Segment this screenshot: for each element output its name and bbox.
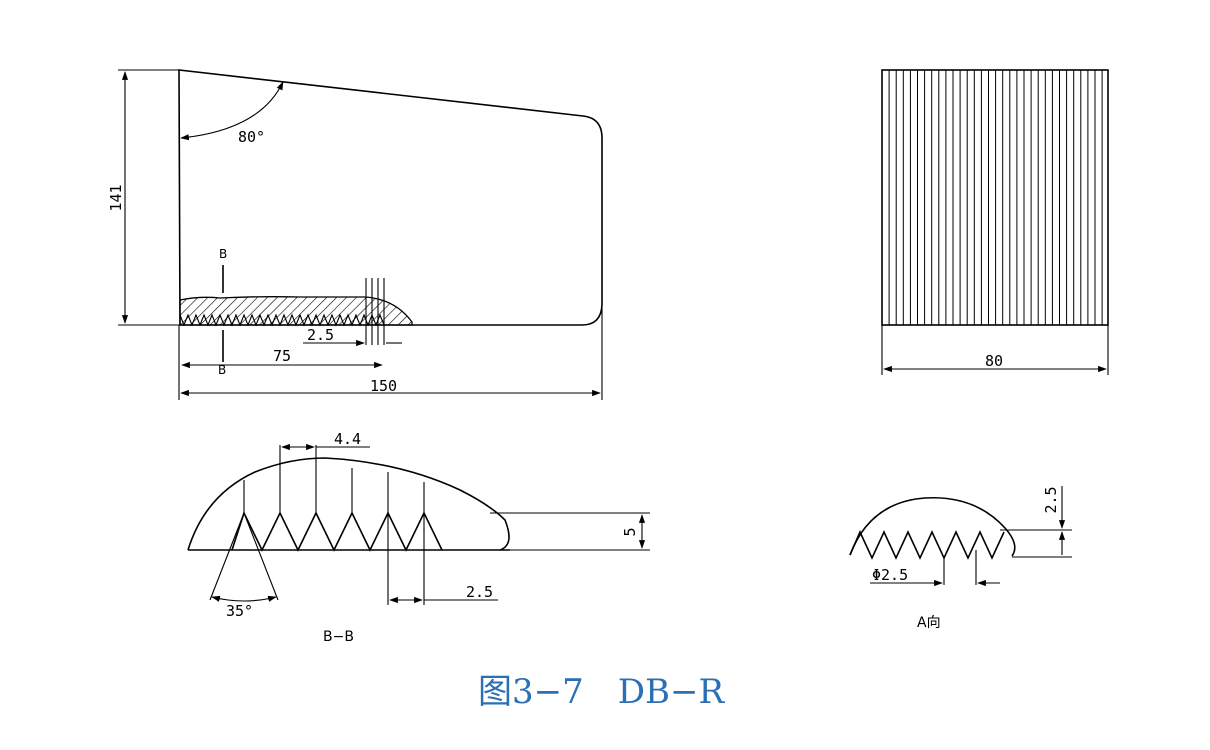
- angle-35-text: 35°: [226, 602, 253, 620]
- section-bb-label: B−B: [323, 629, 354, 645]
- angle-arc: [180, 81, 284, 141]
- front-width-dimension-text: 80: [985, 352, 1003, 370]
- toothed-length-dimension-text: 75: [273, 347, 291, 365]
- section-mark-top: B: [219, 247, 227, 261]
- section-bb-profile: [187, 457, 510, 551]
- view-a-profile: [849, 496, 1016, 557]
- section-pitch-dimension-text: 2.5: [466, 583, 493, 601]
- side-view: 141 80° B B 2.5 75 150: [107, 69, 603, 400]
- front-view-outline: [881, 69, 1109, 326]
- total-length-dimension-text: 150: [370, 377, 397, 395]
- view-a-label: A向: [917, 615, 941, 631]
- angle-leg-right: [243, 512, 279, 601]
- view-a: 2.5 Φ2.5 A向: [849, 486, 1072, 631]
- view-a-teeth: [849, 530, 1005, 560]
- front-view: 80: [881, 69, 1109, 375]
- view-a-diameter-dimension-text: Φ2.5: [872, 566, 908, 584]
- view-a-height-dimension-text: 2.5: [1042, 486, 1060, 513]
- height-dimension-text: 141: [107, 184, 125, 211]
- angle-leg-left: [209, 512, 245, 601]
- section-bb-view: 4.4 5 2.5 35° B−B: [187, 430, 650, 645]
- figure-caption: 图3−7 DB−R: [478, 672, 725, 712]
- section-bb-teeth: [231, 510, 443, 552]
- serration-teeth-edge: [179, 313, 385, 327]
- angle-dimension-text: 80°: [238, 128, 265, 146]
- depth-dimension-text: 5: [621, 527, 639, 536]
- front-view-serration-lines: [888, 70, 1103, 325]
- pitch-dimension-text: 2.5: [307, 326, 334, 344]
- spacing-dimension-text: 4.4: [334, 430, 361, 448]
- section-mark-bottom: B: [218, 363, 226, 377]
- angle-35-arc: [211, 595, 277, 602]
- serration-hatched-region: [179, 296, 413, 326]
- side-view-outline: [178, 69, 603, 326]
